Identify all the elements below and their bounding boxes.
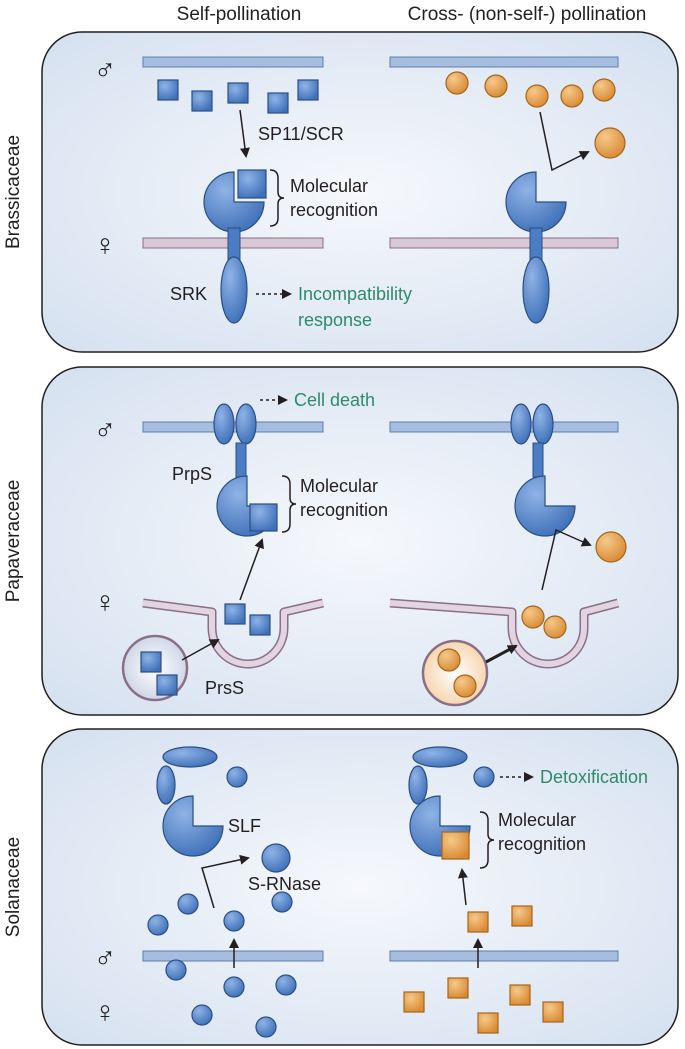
s-rnase-non-self [403,905,564,1034]
pollen-membrane-cross [389,56,619,68]
bound-ligand [237,169,267,199]
female-symbol: ♀ [94,586,117,619]
arrow-prss-release [239,538,264,601]
prps-receptor-unbound [510,403,576,537]
family-label-brassicaceae: Brassicaceae [3,135,24,249]
non-self-prss [595,531,627,563]
label-slf: SLF [228,816,261,836]
label-recognition: recognition [290,200,378,220]
label-recognition: recognition [300,500,388,520]
family-label-solanaceae: Solanaceae [3,837,24,937]
header-cross-pollination: Cross- (non-self-) pollination [408,4,647,25]
recognition-bracket [269,169,285,227]
prss-vesicle-cross [421,639,489,707]
stigma-membrane-cross [389,237,619,249]
label-detoxification: Detoxification [540,767,648,787]
srk-receptor [203,171,265,324]
sp11-scr-ligands [157,79,319,114]
s-rnase-free [261,843,291,873]
label-sp11-scr: SP11/SCR [258,124,344,144]
label-prss: PrsS [205,678,244,698]
label-molecular: Molecular [290,176,368,196]
arrow-no-binding [539,111,590,172]
panel-solanaceae: Solanaceae ♂ ♀ SLF S-RNase [3,728,679,1046]
bound-s-rnase [441,831,470,860]
bound-prss [249,503,278,532]
label-response: response [298,310,372,330]
non-self-ligands [445,71,626,159]
arrow-secretion [181,639,220,661]
arrow-recognition [457,868,468,906]
arrow-no-binding [541,528,592,591]
female-symbol: ♀ [94,996,117,1029]
label-s-rnase: S-RNase [248,874,321,894]
prss-ligands [224,603,271,636]
male-symbol: ♂ [94,414,117,447]
prss-vesicle [121,634,189,702]
male-symbol: ♂ [94,54,117,87]
srk-receptor-unbound [505,171,567,324]
female-symbol: ♀ [94,229,117,262]
recognition-bracket [479,811,495,869]
slf-complex [156,746,248,857]
arrow-s-rnase [201,854,250,909]
panel-brassicaceae: Brassicaceae ♂ ♀ SP11/SCR Molecular reco… [3,31,679,353]
label-incompatibility: Incompatibility [298,284,412,304]
label-prps: PrpS [172,464,212,484]
label-molecular: Molecular [300,476,378,496]
pollen-membrane [142,950,324,962]
panel-papaveraceae: Papaveraceae ♂ ♀ Cell death PrpS Molecul… [3,366,679,716]
header-self-pollination: Self-pollination [177,4,302,25]
male-symbol: ♂ [94,942,117,975]
pollen-membrane [142,56,324,68]
label-recognition: recognition [498,834,586,854]
s-rnase-molecules [147,891,297,1038]
family-label-papaveraceae: Papaveraceae [3,480,24,603]
pollen-membrane-cross [389,950,619,962]
label-cell-death: Cell death [294,390,375,410]
arrow-secretion-cross [485,644,518,664]
recognition-bracket [281,475,297,533]
label-srk: SRK [170,284,207,304]
label-molecular: Molecular [498,810,576,830]
arrow-binding [239,109,250,158]
non-self-prss-ligands [521,605,567,639]
pollen-membrane-cross [389,421,619,433]
